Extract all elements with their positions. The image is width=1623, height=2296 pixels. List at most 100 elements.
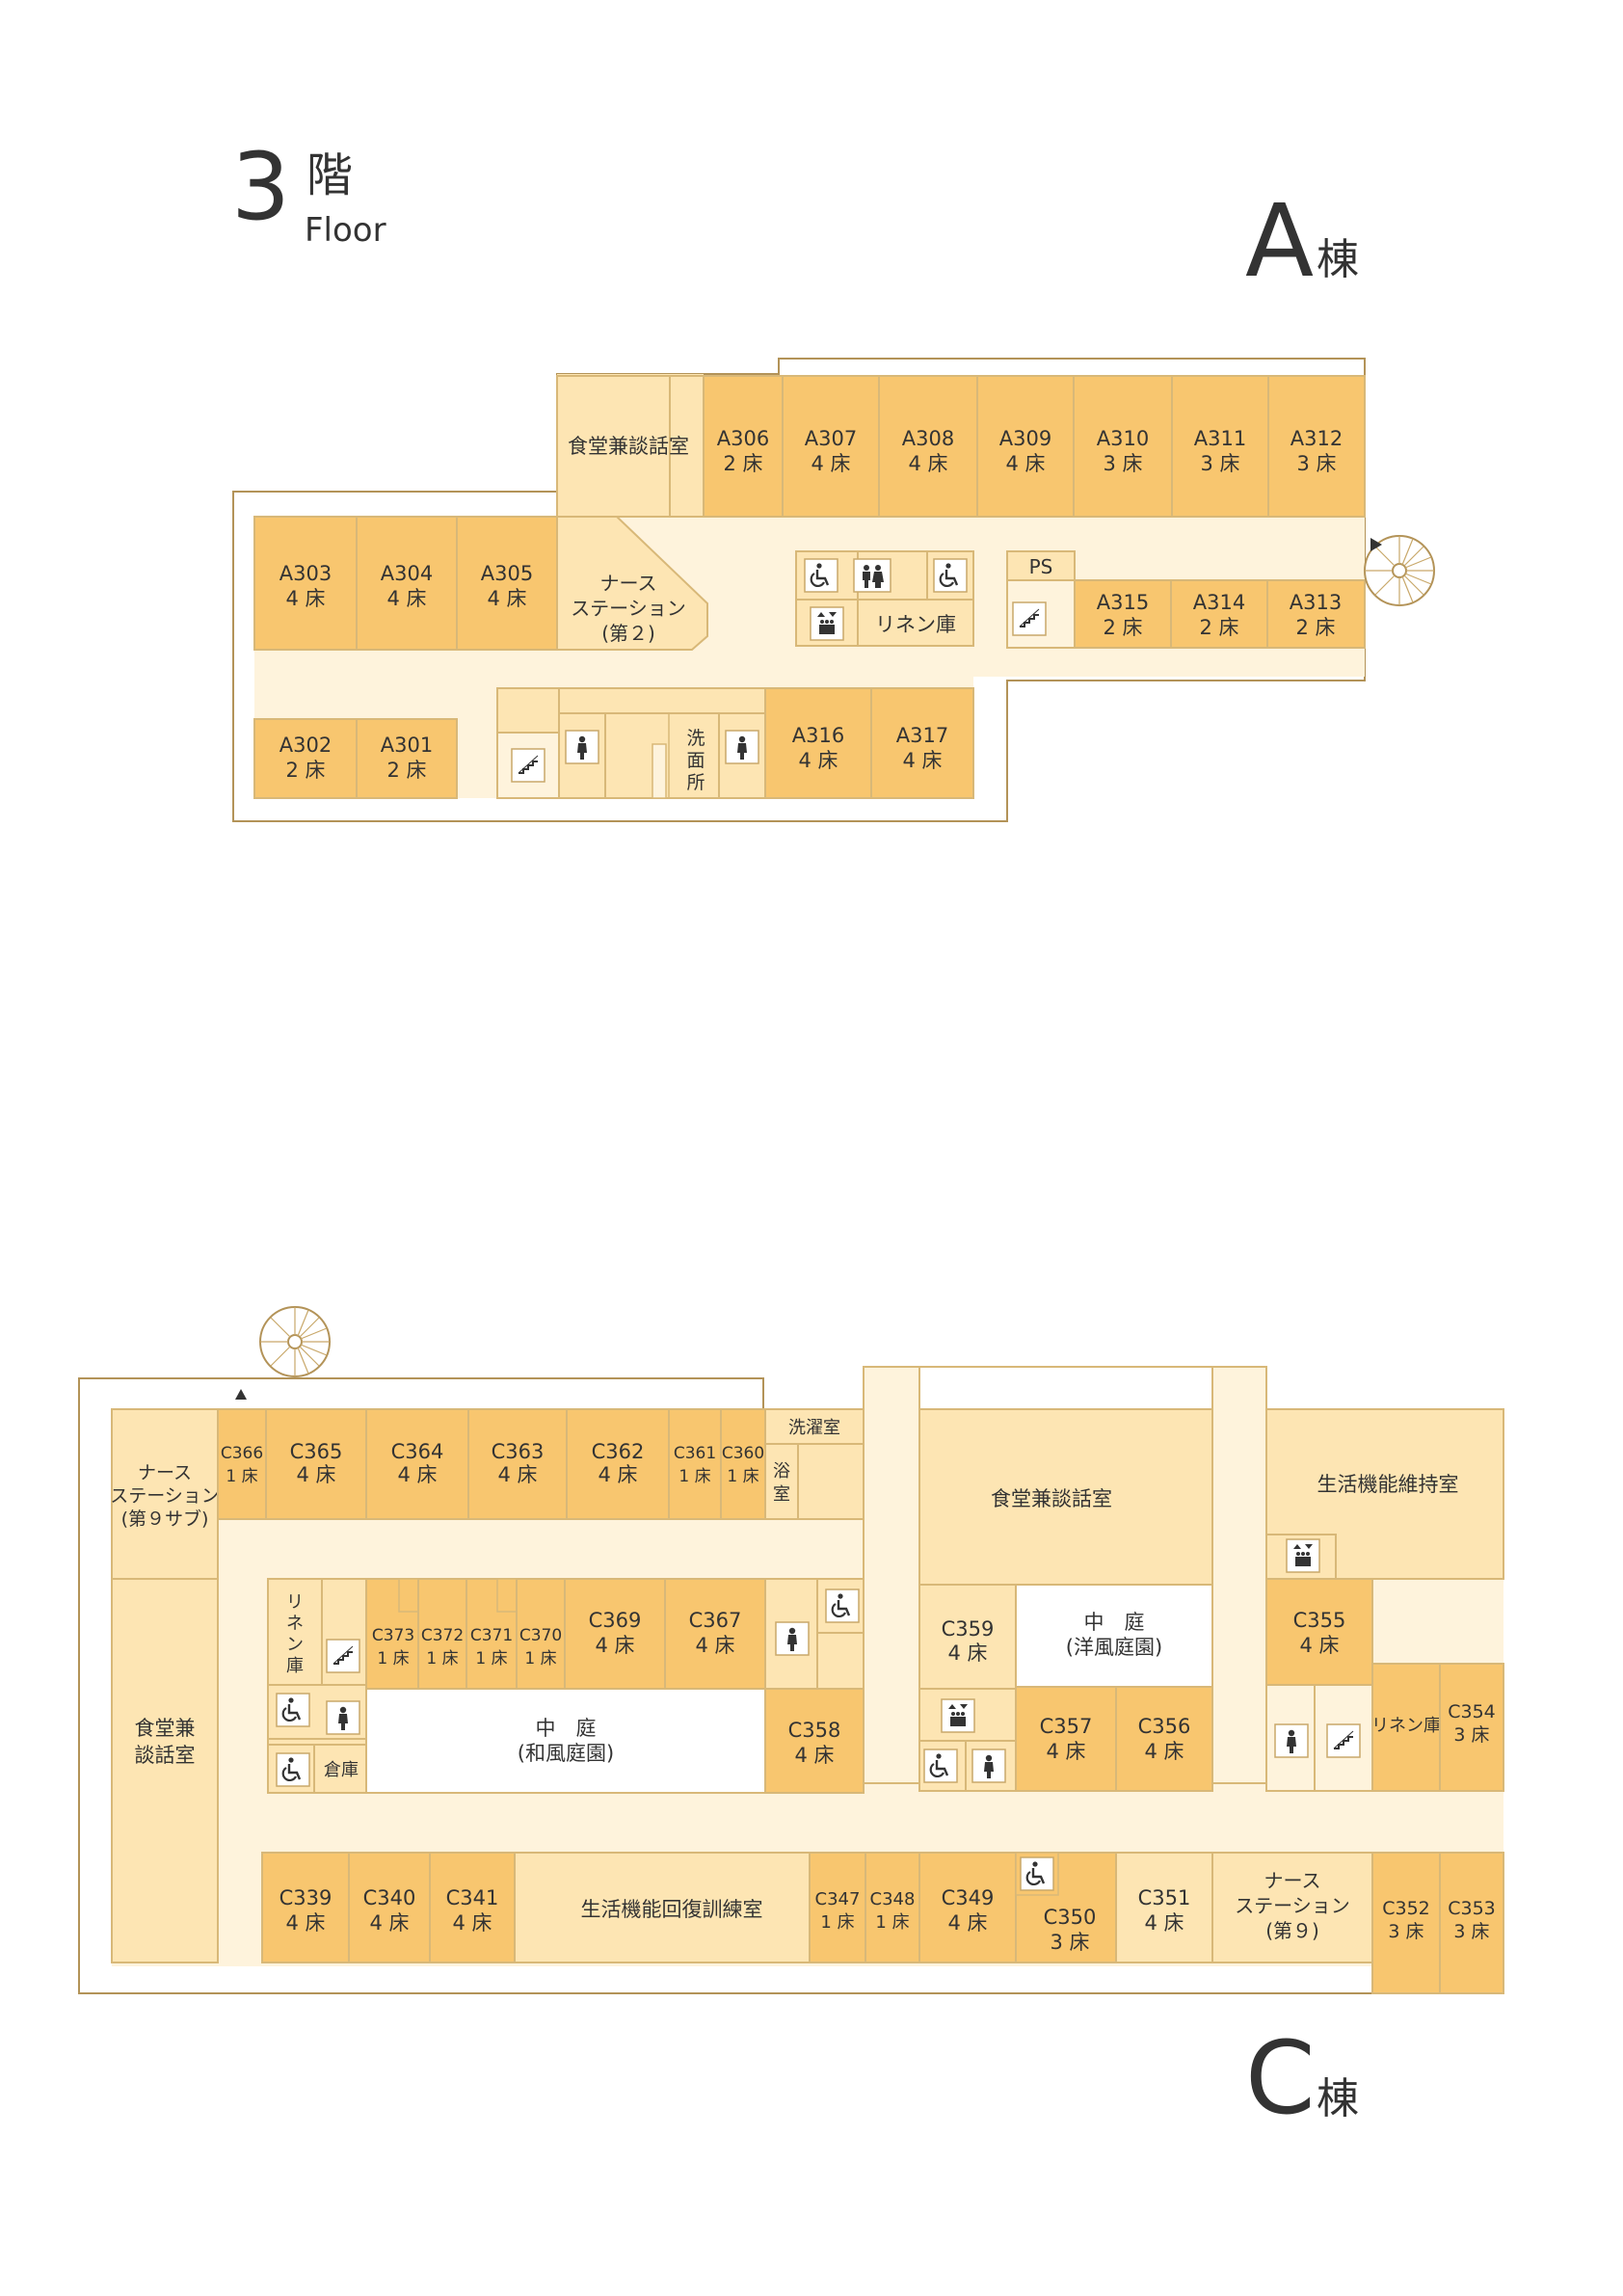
c-accessible-toilet-icon-3 (824, 1588, 861, 1624)
svg-text:2 床: 2 床 (723, 452, 762, 475)
svg-text:4 床: 4 床 (1144, 1911, 1184, 1935)
c-room-363[interactable]: C363 4 床 (467, 1408, 568, 1520)
a-room-312[interactable]: A312 3 床 (1267, 375, 1366, 518)
c-room-347[interactable]: C347 1 床 (809, 1852, 866, 1963)
svg-text:4 床: 4 床 (798, 749, 838, 772)
c-room-372[interactable]: C372 1 床 (417, 1578, 467, 1690)
svg-text:3 床: 3 床 (1103, 452, 1142, 475)
svg-text:1 床: 1 床 (377, 1649, 409, 1669)
svg-text:4 床: 4 床 (285, 1911, 325, 1935)
svg-text:1 床: 1 床 (524, 1649, 556, 1669)
svg-text:1 床: 1 床 (475, 1649, 507, 1669)
svg-text:A317: A317 (896, 724, 948, 747)
a-room-313[interactable]: A313 2 床 (1266, 579, 1366, 649)
svg-text:A304: A304 (381, 562, 433, 585)
c-exit-arrow-icon (235, 1389, 247, 1400)
svg-text:C362: C362 (592, 1440, 645, 1463)
svg-text:庫: 庫 (286, 1656, 304, 1676)
svg-text:C354: C354 (1448, 1701, 1496, 1722)
c-room-358[interactable]: C358 4 床 (764, 1688, 865, 1794)
svg-text:C370: C370 (519, 1626, 562, 1645)
svg-text:A302: A302 (279, 734, 332, 757)
a-room-314[interactable]: A314 2 床 (1170, 579, 1268, 649)
svg-text:3 床: 3 床 (1050, 1931, 1089, 1954)
c-room-359[interactable]: C359 4 床 (918, 1584, 1017, 1690)
c-room-355[interactable]: C355 4 床 (1265, 1578, 1373, 1686)
svg-text:1 床: 1 床 (820, 1912, 854, 1933)
a-room-306[interactable]: A306 2 床 (703, 375, 784, 518)
c-elevator-icon-2 (941, 1698, 975, 1733)
a-stairs-icon-2 (511, 748, 545, 783)
c-room-370[interactable]: C370 1 床 (516, 1578, 566, 1690)
c-room-341[interactable]: C341 4 床 (429, 1852, 516, 1963)
svg-text:リ: リ (286, 1592, 304, 1613)
c-room-354[interactable]: C354 3 床 (1439, 1663, 1504, 1792)
svg-text:C373: C373 (372, 1626, 414, 1645)
building-a-kanji: 棟 (1317, 235, 1359, 284)
c-room-357[interactable]: C357 4 床 (1015, 1686, 1117, 1792)
svg-text:浴: 浴 (773, 1461, 790, 1482)
c-room-369[interactable]: C369 4 床 (564, 1578, 666, 1690)
svg-text:ナース: ナース (138, 1462, 192, 1483)
svg-text:C350: C350 (1044, 1906, 1097, 1929)
c-room-366[interactable]: C366 1 床 (217, 1408, 267, 1520)
a-room-307[interactable]: A307 4 床 (782, 375, 880, 518)
c-room-340[interactable]: C340 4 床 (348, 1852, 431, 1963)
a-room-309[interactable]: A309 4 床 (976, 375, 1075, 518)
c-room-356[interactable]: C356 4 床 (1115, 1686, 1213, 1792)
svg-text:A309: A309 (999, 427, 1051, 450)
svg-text:4 床: 4 床 (1144, 1740, 1184, 1763)
a-room-301[interactable]: A301 2 床 (356, 718, 458, 799)
c-room-348[interactable]: C348 1 床 (865, 1852, 920, 1963)
c-room-361[interactable]: C361 1 床 (668, 1408, 722, 1520)
c-stairs-icon (326, 1639, 360, 1673)
a-accessible-toilet-icon (803, 557, 839, 594)
a-room-305[interactable]: A305 4 床 (456, 516, 558, 651)
a-room-311[interactable]: A311 3 床 (1171, 375, 1269, 518)
a-room-310[interactable]: A310 3 床 (1073, 375, 1173, 518)
svg-text:3 床: 3 床 (1296, 452, 1336, 475)
svg-text:A301: A301 (381, 734, 433, 757)
c-room-364[interactable]: C364 4 床 (365, 1408, 469, 1520)
c-room-362[interactable]: C362 4 床 (566, 1408, 670, 1520)
svg-text:C358: C358 (788, 1719, 841, 1742)
svg-text:A312: A312 (1290, 427, 1343, 450)
svg-text:C355: C355 (1293, 1609, 1346, 1632)
c-spiral-stairs-icon (259, 1306, 331, 1377)
svg-text:1 床: 1 床 (727, 1467, 758, 1486)
svg-text:中 庭: 中 庭 (1084, 1611, 1145, 1634)
a-room-317[interactable]: A317 4 床 (870, 687, 974, 799)
c-room-365[interactable]: C365 4 床 (265, 1408, 367, 1520)
a-room-304[interactable]: A304 4 床 (356, 516, 458, 651)
svg-text:4 床: 4 床 (598, 1463, 637, 1486)
a-room-302[interactable]: A302 2 床 (253, 718, 358, 799)
c-room-339[interactable]: C339 4 床 (261, 1852, 350, 1963)
svg-text:A314: A314 (1193, 591, 1245, 614)
c-courtyard-western: 中 庭 (洋風庭園) (1015, 1584, 1213, 1688)
svg-text:4 床: 4 床 (908, 452, 947, 475)
a-room-316[interactable]: A316 4 床 (764, 687, 872, 799)
svg-text:4 床: 4 床 (452, 1911, 492, 1935)
c-room-352[interactable]: C352 3 床 (1371, 1852, 1441, 1994)
svg-text:中 庭: 中 庭 (536, 1717, 597, 1740)
c-nurse-station-9-sub: ナース ステーション (第９サブ) (110, 1408, 220, 1580)
svg-text:4 床: 4 床 (695, 1634, 734, 1657)
c-room-351[interactable]: C351 4 床 (1115, 1852, 1213, 1963)
svg-text:C367: C367 (689, 1609, 742, 1632)
c-room-360[interactable]: C360 1 床 (720, 1408, 766, 1520)
c-room-349[interactable]: C349 4 床 (918, 1852, 1017, 1963)
svg-text:(和風庭園): (和風庭園) (518, 1742, 614, 1765)
a-room-308[interactable]: A308 4 床 (878, 375, 978, 518)
svg-text:A311: A311 (1194, 427, 1246, 450)
svg-text:C352: C352 (1382, 1898, 1430, 1919)
c-room-367[interactable]: C367 4 床 (664, 1578, 766, 1690)
a-room-315[interactable]: A315 2 床 (1074, 579, 1172, 649)
c-nurse-station-9: ナース ステーション (第９) (1211, 1852, 1373, 1963)
a-room-303[interactable]: A303 4 床 (253, 516, 358, 651)
svg-text:4 床: 4 床 (296, 1463, 335, 1486)
c-accessible-toilet-icon-4 (922, 1748, 959, 1784)
svg-text:4 床: 4 床 (487, 587, 526, 610)
c-room-353[interactable]: C353 3 床 (1439, 1852, 1504, 1994)
a-exit-arrow-icon (1370, 538, 1382, 551)
a-elevator-icon (810, 606, 844, 641)
